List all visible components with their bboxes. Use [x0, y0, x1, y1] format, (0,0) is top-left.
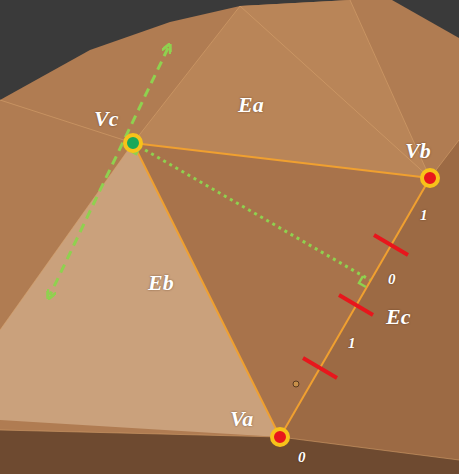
parameter-value: 0	[298, 450, 306, 465]
vertex-label: Va	[230, 408, 253, 430]
edge-label: Eb	[148, 272, 174, 294]
edge-label: Ec	[386, 306, 410, 328]
vertex-label: Vb	[405, 140, 431, 162]
parameter-value: 1	[420, 208, 428, 223]
edge-label: Ea	[238, 94, 264, 116]
parameter-value: 0	[388, 272, 396, 287]
parameter-value: 1	[348, 336, 356, 351]
vertex-label: Vc	[94, 108, 118, 130]
